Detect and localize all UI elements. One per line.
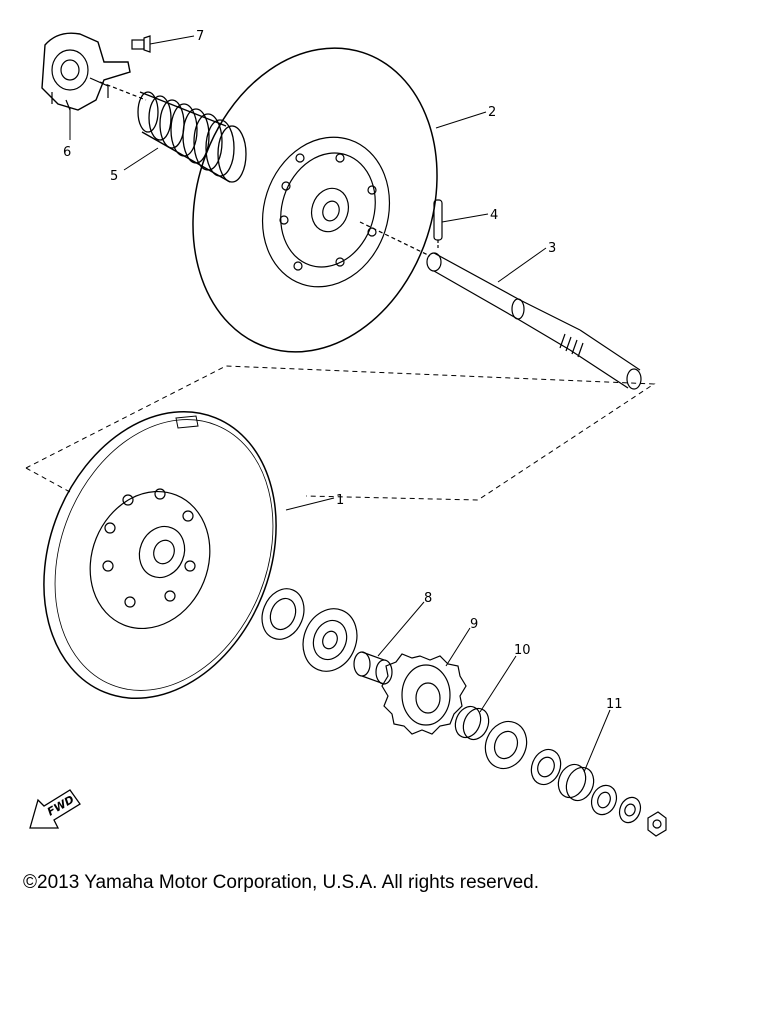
callout-8: 8	[424, 591, 432, 606]
part-nut	[647, 811, 667, 837]
part-bearing-a	[261, 588, 305, 640]
exploded-parts-diagram: 1 2 3 4 5 6 7 8 9 10 11 FWD	[25, 29, 667, 837]
callout-7: 7	[196, 29, 204, 44]
part-1-sheave-disc	[43, 410, 277, 700]
part-bearing-c	[484, 720, 528, 770]
callout-10: 10	[514, 643, 531, 658]
callout-9: 9	[470, 617, 478, 632]
part-6-bracket	[41, 32, 131, 111]
part-10-spacer	[454, 705, 490, 741]
callout-2: 2	[488, 105, 496, 120]
fwd-arrow-icon: FWD	[29, 789, 81, 829]
callout-11: 11	[606, 697, 623, 712]
part-washer-a	[530, 748, 562, 786]
assembly-plane-outline	[25, 365, 656, 501]
part-11-spacer	[557, 763, 595, 802]
part-7-bolt	[131, 35, 151, 53]
part-9-sprocket	[381, 653, 467, 735]
callout-6: 6	[63, 145, 71, 160]
fwd-label: FWD	[45, 793, 76, 819]
callout-3: 3	[548, 241, 556, 256]
callout-5: 5	[110, 169, 118, 184]
copyright-notice: ©2013 Yamaha Motor Corporation, U.S.A. A…	[23, 872, 539, 893]
callout-1: 1	[336, 493, 344, 508]
part-washer-b	[590, 784, 618, 816]
callout-leaders	[69, 35, 611, 773]
part-4-pin	[433, 199, 443, 250]
part-washer-c	[618, 796, 642, 824]
assembly-axis-top	[99, 81, 431, 257]
part-2-sheave-disc	[192, 47, 438, 353]
part-5-spring	[137, 91, 247, 183]
part-8-collar	[353, 651, 393, 685]
callout-4: 4	[490, 208, 498, 223]
part-3-shaft	[426, 252, 642, 390]
part-bearing-b	[302, 608, 358, 672]
callout-labels: 1 2 3 4 5 6 7 8 9 10 11	[63, 29, 623, 712]
